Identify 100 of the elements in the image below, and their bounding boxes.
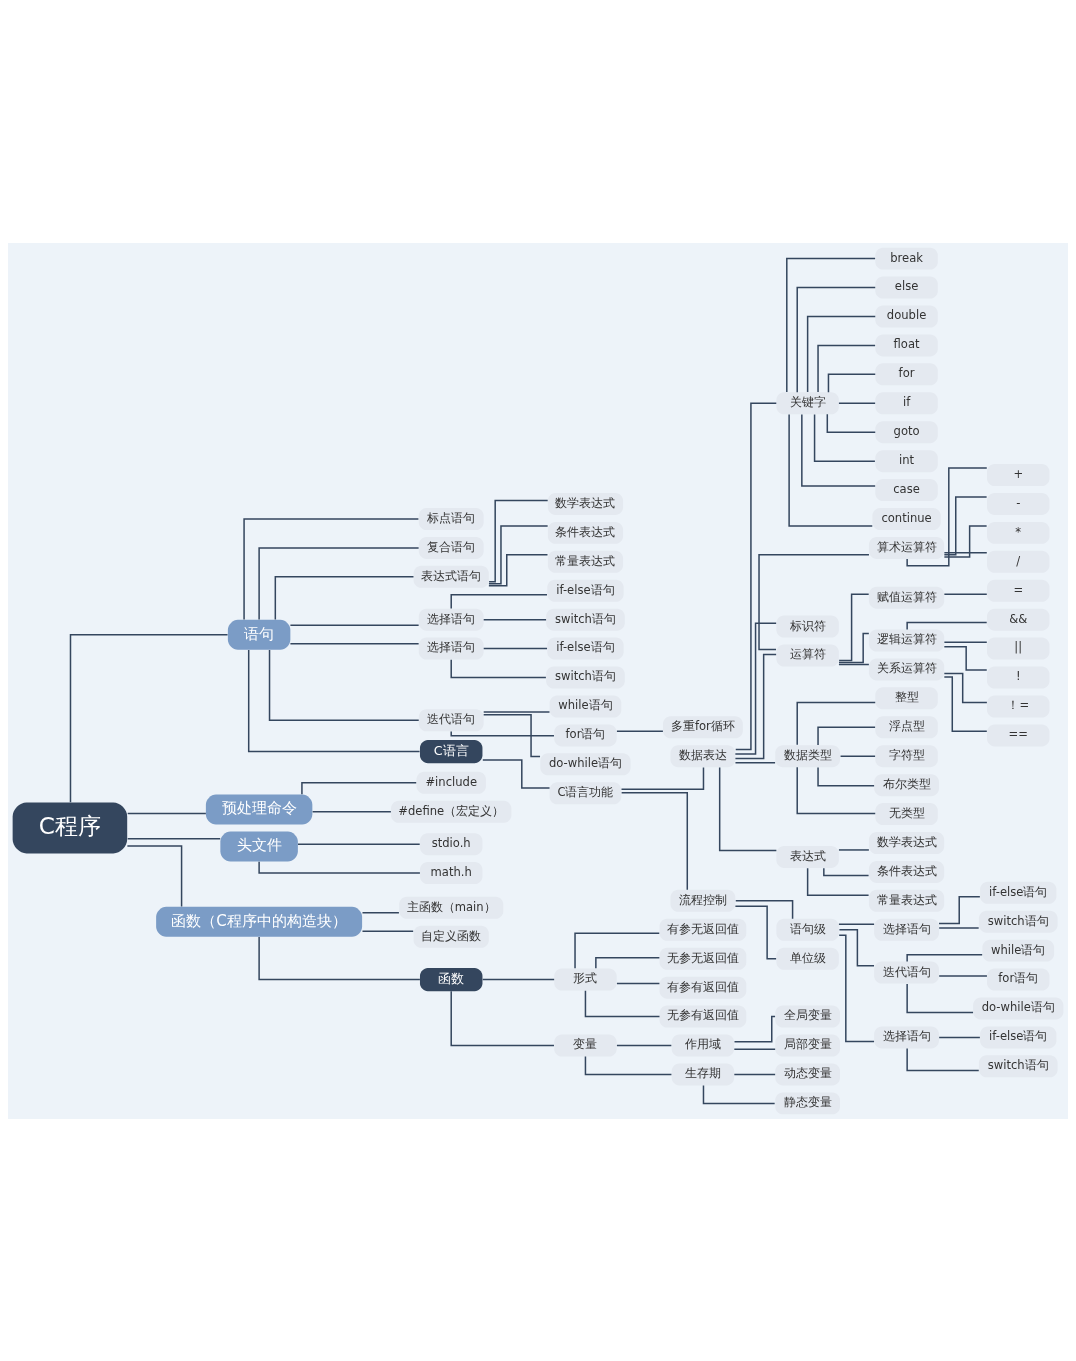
connector <box>301 781 417 795</box>
node-box: ！= <box>987 694 1050 717</box>
node-box: 数学表达式 <box>547 492 624 515</box>
connector <box>838 923 875 925</box>
node-box: 预处理命令 <box>205 793 313 824</box>
connector <box>126 844 183 907</box>
connector <box>838 632 870 663</box>
node-box: ! <box>987 666 1050 688</box>
node-box: 选择语句 <box>874 1025 939 1048</box>
node-box: for <box>875 362 938 385</box>
connector <box>450 990 555 1046</box>
node-box: 字符型 <box>875 744 938 767</box>
node-box: case <box>875 478 938 501</box>
node-box: 条件表达式 <box>868 860 945 883</box>
connector <box>297 842 421 845</box>
node-box: if-else语句 <box>980 1025 1057 1048</box>
connector <box>826 413 876 433</box>
connector <box>482 647 548 649</box>
node-box: 自定义函数 <box>413 925 489 948</box>
connector <box>796 286 876 393</box>
node-box: 数学表达式 <box>868 831 945 854</box>
connector <box>817 766 875 786</box>
node-box: && <box>987 608 1050 631</box>
connector <box>806 867 870 896</box>
node-box: else <box>875 276 938 299</box>
node-box: for语句 <box>554 723 617 746</box>
connector <box>733 1073 776 1075</box>
node-box: 表达式 <box>776 845 839 868</box>
node-box: float <box>875 333 938 356</box>
node-box: goto <box>875 420 938 443</box>
connector <box>733 1015 776 1043</box>
node-box: switch语句 <box>546 608 625 631</box>
node-box: 全局变量 <box>775 1005 841 1028</box>
connector <box>733 1047 776 1050</box>
connector <box>126 837 221 839</box>
connector <box>813 413 876 462</box>
node-box: 静态变量 <box>775 1091 841 1114</box>
connector <box>450 730 555 736</box>
connector <box>482 710 551 713</box>
connector <box>943 524 988 558</box>
connector <box>734 653 777 759</box>
node-box: stdio.h <box>419 832 483 855</box>
node-box: int <box>875 449 938 472</box>
connector <box>823 867 870 876</box>
node-box: 流程控制 <box>670 889 736 912</box>
connector <box>839 754 876 757</box>
connector <box>620 791 689 890</box>
connector <box>943 675 988 732</box>
node-box: 主函数（main） <box>399 896 504 919</box>
connector <box>69 633 229 803</box>
node-box: 迭代语句 <box>418 708 484 731</box>
node-box: 函数 <box>419 967 483 991</box>
connector <box>838 663 870 665</box>
connector <box>584 1055 673 1075</box>
node-box: if <box>875 391 938 414</box>
node-box: 浮点型 <box>875 715 938 738</box>
node-box: 局部变量 <box>775 1034 841 1056</box>
node-box: * <box>987 521 1050 544</box>
connector <box>938 974 988 977</box>
node-box: continue <box>872 507 941 530</box>
node-box: 无参有返回值 <box>659 1005 747 1028</box>
connector <box>274 575 415 620</box>
node-box: C程序 <box>12 802 128 853</box>
connector <box>584 989 661 1017</box>
node-box: #include <box>416 771 486 794</box>
connector <box>817 344 876 393</box>
node-box: 复合语句 <box>418 536 484 559</box>
connector <box>838 402 876 404</box>
node-box: C语言功能 <box>549 781 622 804</box>
node-box: #define（宏定义） <box>391 800 512 823</box>
connector <box>906 953 983 962</box>
connector <box>481 978 555 980</box>
connector <box>258 935 421 980</box>
node-box: 选择语句 <box>874 918 939 941</box>
connector <box>838 934 875 1042</box>
connector <box>943 672 988 703</box>
node-box: 作用域 <box>671 1034 735 1056</box>
connector <box>482 713 541 757</box>
node-box: 形式 <box>554 968 617 991</box>
connector <box>361 911 400 913</box>
node-box: switch语句 <box>546 666 625 688</box>
node-box: 语句 <box>227 619 291 650</box>
node-box: 标点语句 <box>418 507 484 530</box>
connector <box>289 623 420 626</box>
connector <box>906 1047 980 1071</box>
node-box: 逻辑运算符 <box>868 629 945 651</box>
node-box: break <box>875 247 938 270</box>
connector <box>801 413 876 487</box>
node-box: while语句 <box>549 694 622 717</box>
node-box: 常量表达式 <box>868 889 945 912</box>
node-box: double <box>875 305 938 327</box>
node-box: switch语句 <box>978 910 1058 933</box>
node-box: = <box>987 579 1050 602</box>
connector <box>488 524 549 585</box>
node-box: 生存期 <box>671 1062 735 1085</box>
node-box: 函数（C程序中的构造块） <box>156 906 363 937</box>
connector <box>488 553 549 587</box>
connector <box>258 860 421 874</box>
node-box: == <box>987 723 1050 746</box>
connector <box>258 546 420 620</box>
